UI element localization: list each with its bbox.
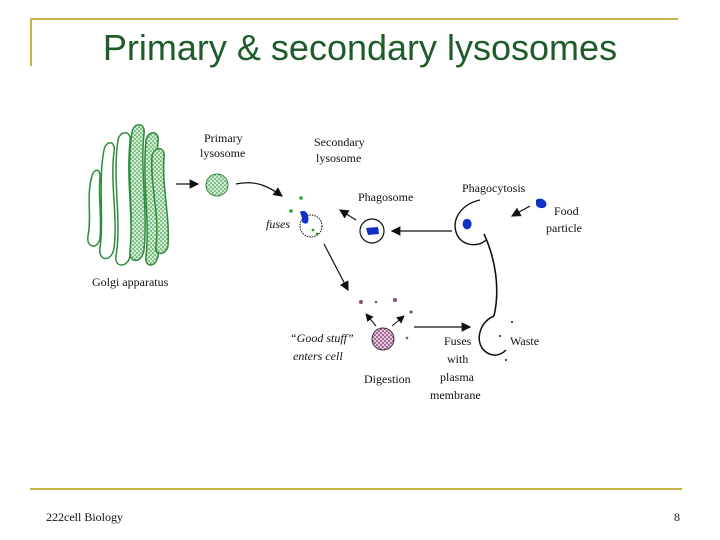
good-stuff-label-line1: “Good stuff” [290,331,354,345]
green-dot [311,228,315,232]
waste-dot [511,321,513,323]
golgi-cisterna-6 [150,148,170,255]
digestion-out-arrow-right [391,315,405,327]
phagocytic-cup [454,199,487,246]
golgi-cisterna-1 [87,169,102,247]
food-particle-label-line2: particle [546,221,582,235]
good-stuff-dot [359,300,363,304]
fusing-lysosome [289,196,323,238]
plasma-membrane [483,233,498,317]
digestion-label: Digestion [364,372,411,386]
phagocytosis-label: Phagocytosis [462,181,526,195]
phagosome-to-fuses-arrow [338,209,357,221]
primary-to-fuses-arrow [235,182,283,197]
page-number: 8 [674,510,680,524]
title-bracket [30,18,678,66]
secondary-lysosome-label-line2: lysosome [316,151,361,165]
blue-particle [300,210,309,224]
fuses-label: fuses [266,217,290,231]
good-stuff-dot [393,298,397,302]
waste-dot [499,335,501,337]
good-stuff-dot [374,300,378,304]
golgi-cisterna-4 [128,124,146,262]
waste-label: Waste [510,334,539,348]
fuses-membrane-label-line2: with [447,352,468,366]
primary-lysosome-label-line1: Primary [204,131,243,145]
digestion-out-arrow-left [365,313,377,327]
food-to-cell-arrow [510,205,531,217]
golgi-apparatus [87,124,170,266]
secondary-lysosome-label-line1: Secondary [314,135,365,149]
waste-dot [505,359,507,361]
fuses-membrane-label-line4: membrane [430,388,481,402]
blue-particle [462,218,472,230]
digestion-vesicle [371,327,395,351]
green-dot [299,196,303,200]
golgi-cisterna-2 [99,142,116,260]
fuses-membrane-label-line3: plasma [440,370,475,384]
good-stuff-label-line2: enters cell [293,349,343,363]
fuses-to-digestion-arrow [323,243,349,292]
food-particle-label-line1: Food [554,204,579,218]
primary-lysosome-label-line2: lysosome [200,146,245,160]
slide-title: Primary & secondary lysosomes [102,27,618,68]
blue-particle [366,227,379,235]
food-particle [536,198,547,209]
fuses-membrane-label-line1: Fuses [444,334,472,348]
golgi-label: Golgi apparatus [92,275,169,289]
footer-course-label: 222cell Biology [46,510,123,524]
phagosome-label: Phagosome [358,190,413,204]
good-stuff-dot [405,336,409,340]
digestion-vesicle-group [359,298,413,351]
good-stuff-dot [409,310,413,314]
green-dot [289,209,293,213]
primary-lysosome [205,173,229,197]
fusing-vesicle-membrane [478,315,507,356]
green-dot [315,232,319,236]
golgi-cisterna-3 [115,132,132,266]
footer-rule [30,488,682,490]
